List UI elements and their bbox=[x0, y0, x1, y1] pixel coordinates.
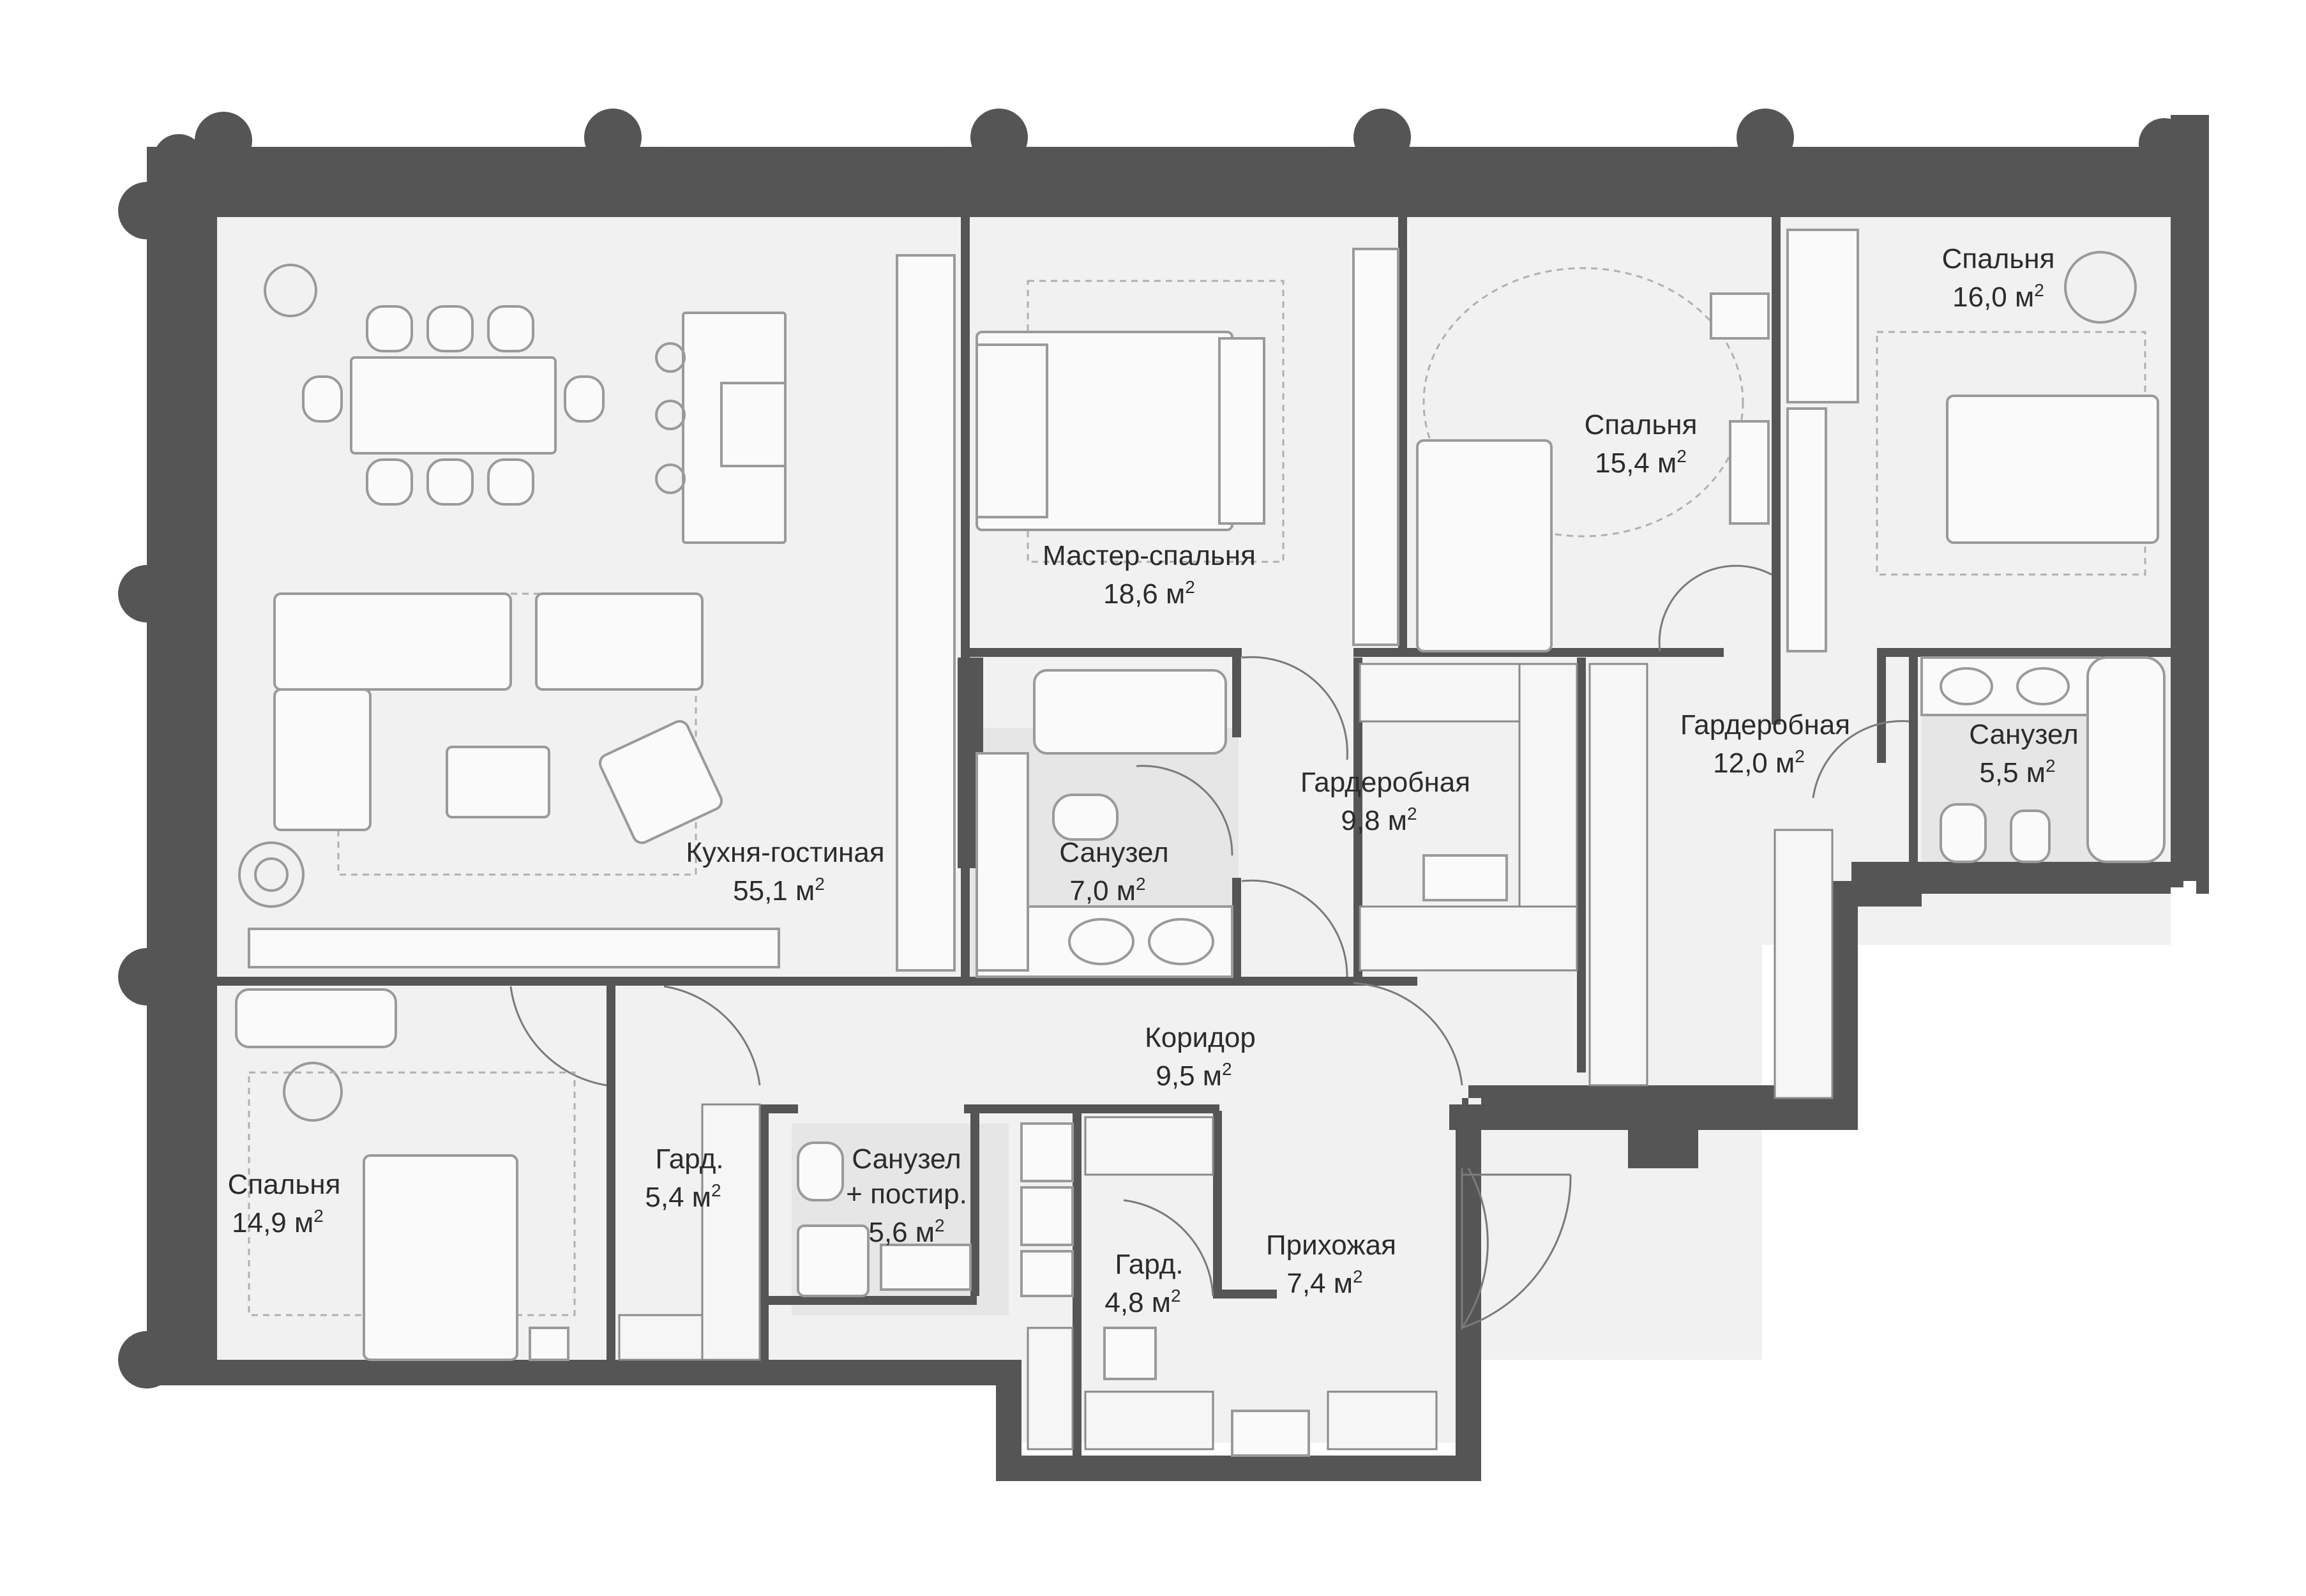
label-bed2-area-value: 15,4 м bbox=[1595, 448, 1677, 479]
room-labels: Кухня-гостиная 55,1 м2 Мастер-спальня 18… bbox=[228, 243, 2079, 1318]
pilaster-4 bbox=[1306, 109, 1459, 217]
label-ward2-area: 12,0 м2 bbox=[1713, 746, 1805, 779]
pilaster-left-3 bbox=[118, 1290, 217, 1389]
label-living-area: 55,1 м2 bbox=[733, 874, 825, 907]
bath2-fixtures bbox=[1920, 656, 2166, 863]
interior-walls bbox=[217, 217, 2171, 1456]
label-bath3-area-unit: 2 bbox=[935, 1216, 945, 1235]
label-bed3-name: Спальня bbox=[1942, 243, 2055, 275]
label-bath3-name2: + постир. bbox=[846, 1178, 967, 1210]
label-master-area-unit: 2 bbox=[1185, 577, 1195, 597]
pilaster-2 bbox=[536, 109, 690, 217]
label-living-name: Кухня-гостиная bbox=[686, 837, 884, 868]
label-gard2-area-value: 4,8 м bbox=[1104, 1287, 1171, 1318]
label-gard2-name: Гард. bbox=[1115, 1249, 1183, 1280]
label-bath1-area-unit: 2 bbox=[1136, 874, 1146, 894]
label-bed2-area: 15,4 м2 bbox=[1595, 446, 1687, 479]
label-hall-area-unit: 2 bbox=[1353, 1267, 1363, 1286]
label-ward1-area-unit: 2 bbox=[1407, 804, 1417, 824]
label-bath2-area-value: 5,5 м bbox=[1979, 757, 2046, 788]
label-bed3-area-unit: 2 bbox=[2034, 280, 2044, 300]
label-bath1-area: 7,0 м2 bbox=[1069, 874, 1145, 907]
label-corridor-area-value: 9,5 м bbox=[1156, 1060, 1222, 1092]
label-living-area-unit: 2 bbox=[815, 874, 825, 894]
pilasters bbox=[118, 109, 2196, 1389]
label-corridor-area-unit: 2 bbox=[1222, 1059, 1232, 1079]
pilaster-5 bbox=[1689, 109, 1842, 217]
label-bed4-name: Спальня bbox=[228, 1169, 341, 1200]
label-bath1-area-value: 7,0 м bbox=[1069, 875, 1136, 907]
label-bath2-name: Санузел bbox=[1969, 719, 2078, 750]
label-gard1-name: Гард. bbox=[655, 1143, 723, 1175]
label-bath3-name: Санузел bbox=[852, 1143, 961, 1175]
label-gard1-area-unit: 2 bbox=[711, 1180, 721, 1200]
bath3-fixtures bbox=[797, 1122, 1074, 1297]
label-bath3-area-value: 5,6 м bbox=[868, 1217, 935, 1248]
label-ward1-name: Гардеробная bbox=[1300, 767, 1470, 798]
gard1-fixtures bbox=[618, 1103, 761, 1361]
label-bed2-area-unit: 2 bbox=[1677, 446, 1687, 466]
label-living-area-value: 55,1 м bbox=[733, 875, 815, 907]
doors bbox=[509, 564, 1910, 1331]
pilaster-6 bbox=[2126, 118, 2196, 217]
pilaster-left-2 bbox=[118, 907, 217, 1047]
label-gard1-area: 5,4 м2 bbox=[645, 1180, 721, 1213]
label-bath2-area: 5,5 м2 bbox=[1979, 756, 2055, 788]
label-bath3-area: 5,6 м2 bbox=[868, 1216, 944, 1248]
label-bed3-area-value: 16,0 м bbox=[1952, 282, 2034, 313]
label-hall-area-value: 7,4 м bbox=[1286, 1268, 1353, 1299]
label-bed4-area: 14,9 м2 bbox=[232, 1206, 324, 1238]
pilaster-1 bbox=[118, 112, 252, 239]
label-master-name: Мастер-спальня bbox=[1043, 540, 1256, 571]
pilaster-3 bbox=[923, 109, 1076, 217]
label-bed4-area-value: 14,9 м bbox=[232, 1207, 313, 1238]
label-bed4-area-unit: 2 bbox=[313, 1206, 324, 1226]
master-furniture bbox=[896, 254, 1285, 972]
bath1-fixtures bbox=[976, 669, 1233, 978]
bed3-furniture bbox=[1786, 229, 2159, 652]
label-master-area-value: 18,6 м bbox=[1103, 578, 1185, 610]
label-bath1-name: Санузел bbox=[1059, 837, 1168, 868]
living-furniture bbox=[238, 264, 787, 968]
label-ward1-area: 9,8 м2 bbox=[1341, 804, 1417, 836]
label-corridor-area: 9,5 м2 bbox=[1156, 1059, 1232, 1092]
label-bed2-name: Спальня bbox=[1585, 409, 1698, 440]
label-ward2-area-value: 12,0 м bbox=[1713, 748, 1795, 779]
label-bath2-area-unit: 2 bbox=[2046, 756, 2056, 776]
label-gard2-area-unit: 2 bbox=[1171, 1286, 1181, 1306]
bed2-furniture bbox=[1352, 248, 1770, 652]
label-master-area: 18,6 м2 bbox=[1103, 577, 1195, 610]
label-ward2-name: Гардеробная bbox=[1680, 709, 1850, 741]
label-gard1-area-value: 5,4 м bbox=[645, 1182, 711, 1213]
label-gard2-area: 4,8 м2 bbox=[1104, 1286, 1180, 1318]
label-ward1-area-value: 9,8 м bbox=[1341, 805, 1407, 836]
label-corridor-name: Коридор bbox=[1145, 1022, 1256, 1053]
pilaster-left-1 bbox=[118, 523, 217, 664]
label-hall-name: Прихожая bbox=[1266, 1230, 1396, 1261]
label-bed3-area: 16,0 м2 bbox=[1952, 280, 2044, 313]
bed4-furniture bbox=[235, 988, 576, 1361]
label-hall-area: 7,4 м2 bbox=[1286, 1267, 1362, 1299]
gard2-fixtures bbox=[1027, 829, 1834, 1457]
label-ward2-area-unit: 2 bbox=[1795, 746, 1805, 766]
ward1-fixtures bbox=[1359, 663, 1648, 1087]
